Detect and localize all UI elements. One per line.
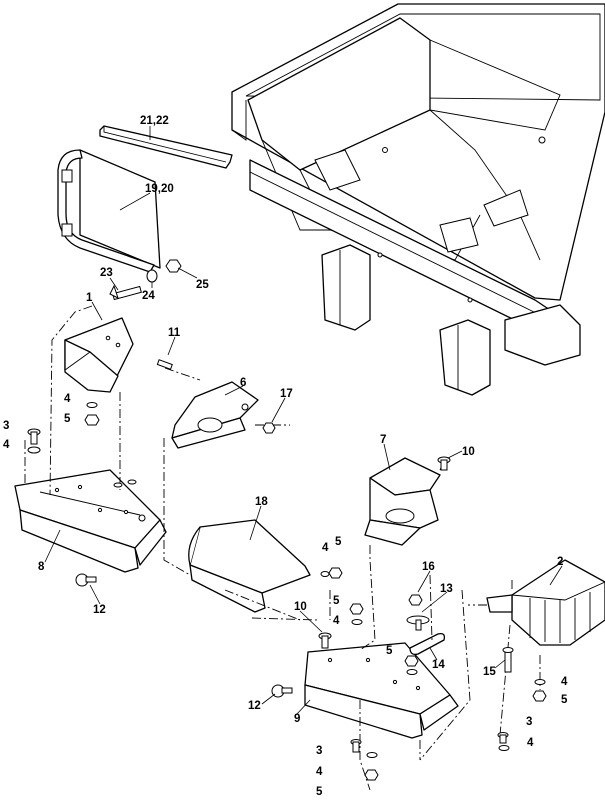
part-18-shield	[188, 519, 311, 613]
callout-5-bottom: 5	[316, 786, 323, 798]
callout-19-20: 19,20	[145, 183, 174, 195]
callout-4-bottom-right: 4	[527, 737, 534, 749]
callout-4-bottom: 4	[316, 766, 323, 778]
callout-7: 7	[380, 434, 386, 446]
part-2-box	[486, 559, 605, 646]
hopper-body	[231, 3, 605, 396]
callout-11: 11	[168, 327, 181, 339]
callout-5-upper: 5	[64, 413, 71, 425]
callout-21-22: 21,22	[140, 115, 169, 127]
callout-18: 18	[255, 496, 268, 508]
callout-12-left: 12	[93, 604, 106, 616]
callout-6: 6	[240, 377, 246, 389]
assembly-centerlines	[24, 305, 541, 791]
callout-17: 17	[280, 388, 293, 400]
callout-3-bottom-right: 3	[526, 716, 532, 728]
callout-labels: 21,22 19,20 23 24 25 1 11 6 17 3 4 4 5 7…	[3, 115, 568, 798]
callout-12-lower: 12	[248, 700, 261, 712]
leader-lines	[44, 126, 563, 715]
callout-15: 15	[483, 666, 496, 678]
callout-4-center: 4	[322, 542, 329, 554]
callout-9: 9	[294, 713, 300, 725]
callout-1: 1	[86, 292, 93, 304]
callout-4-left: 4	[3, 439, 10, 451]
callout-3-bottom: 3	[316, 745, 322, 757]
part-7-plate	[364, 457, 441, 546]
part-6-bracket	[171, 381, 259, 449]
callout-5-lower: 5	[386, 645, 393, 657]
callout-10-top: 10	[462, 446, 475, 458]
callout-4-mid: 4	[333, 615, 340, 627]
part-13-14-link	[406, 615, 446, 656]
callout-10-lower: 10	[294, 601, 307, 613]
callout-23: 23	[100, 267, 113, 279]
callout-14: 14	[432, 659, 445, 671]
part-8-chute	[14, 469, 167, 573]
callout-4-upper: 4	[64, 393, 71, 405]
callout-5-mid: 5	[333, 595, 340, 607]
callout-2: 2	[557, 556, 563, 568]
callout-13: 13	[440, 583, 453, 595]
callout-5-right: 5	[561, 694, 568, 706]
hardware	[27, 359, 547, 781]
callout-4-right: 4	[561, 676, 568, 688]
callout-5-center: 5	[335, 536, 342, 548]
callout-24: 24	[142, 290, 155, 302]
part-21-22-strip	[99, 125, 233, 169]
callout-25: 25	[196, 279, 209, 291]
callout-16: 16	[422, 561, 435, 573]
part-1-deflector	[64, 317, 134, 393]
part-19-20-shield	[57, 149, 161, 273]
callout-8: 8	[38, 561, 45, 573]
callout-3-left: 3	[3, 420, 9, 432]
